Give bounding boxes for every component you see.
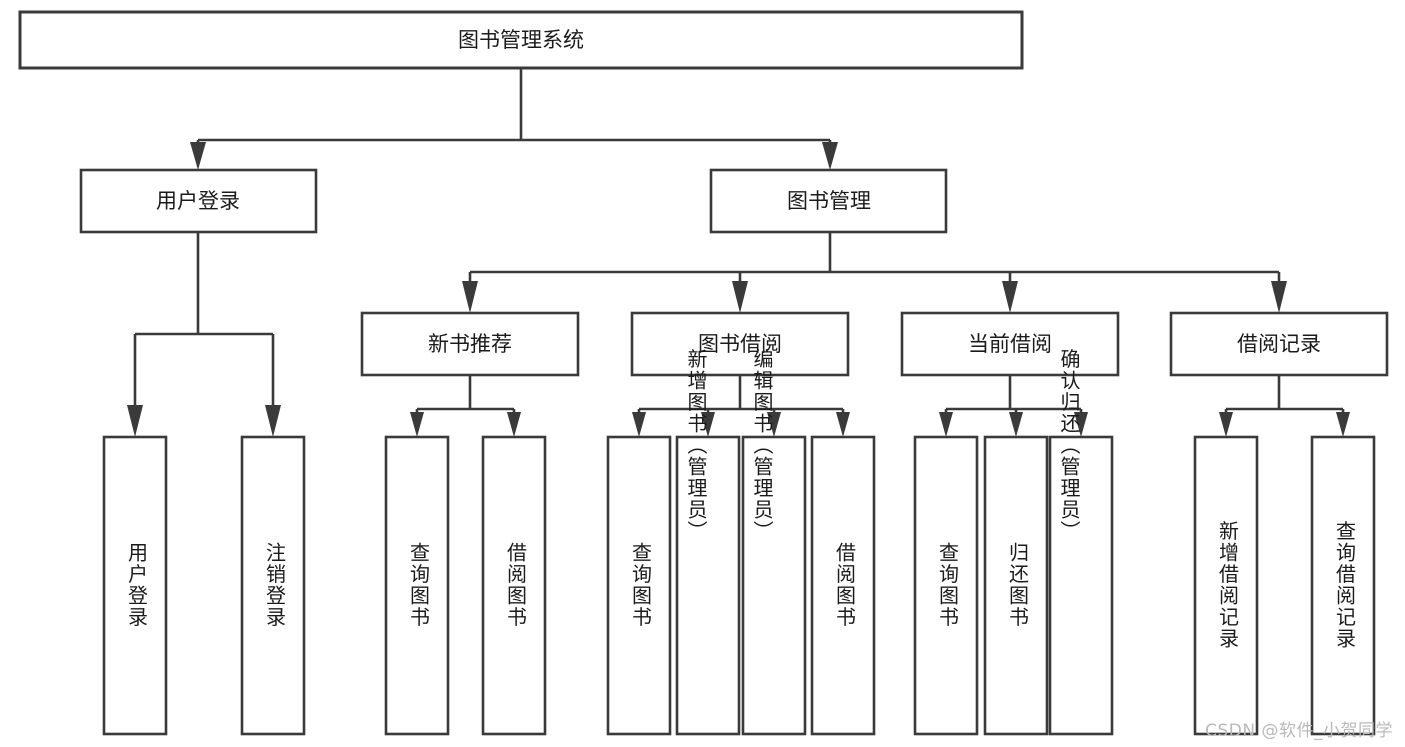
arrow-head-new-book-recommend — [462, 281, 478, 313]
arrow-head-leaf-borrow-book-rec — [507, 412, 521, 437]
node-book-manage-label: 图书管理 — [787, 189, 871, 213]
node-user-login-box[interactable] — [79, 168, 318, 234]
node-leaf-query-book-cur-label: 查询图书 — [936, 542, 960, 628]
arrow-head-book-manage — [822, 142, 838, 170]
node-leaf-query-book-cur-box[interactable] — [913, 435, 979, 736]
node-leaf-add-book-box[interactable] — [675, 435, 741, 736]
node-leaf-confirm-return-box[interactable] — [1048, 435, 1114, 736]
node-leaf-confirm-return[interactable]: 确认归还（管理员） — [1048, 348, 1114, 736]
node-leaf-user-logout-box[interactable] — [240, 435, 306, 736]
arrow-head-leaf-user-login — [127, 405, 143, 437]
connector-group-book-manage-to-level3 — [462, 232, 1287, 313]
node-leaf-edit-book-box[interactable] — [741, 435, 807, 736]
node-new-book-recommend-box[interactable] — [360, 311, 580, 377]
arrow-head-leaf-add-record — [1219, 412, 1233, 437]
node-leaf-user-logout-label: 注销登录 — [263, 542, 287, 628]
arrow-head-borrow-record — [1271, 281, 1287, 313]
arrow-head-leaf-query-record — [1336, 412, 1350, 437]
node-leaf-query-book-rec-box[interactable] — [384, 435, 450, 736]
node-user-login[interactable]: 用户登录 — [79, 168, 318, 234]
node-leaf-add-record-label: 新增借阅记录 — [1216, 520, 1240, 649]
node-user-login-label: 用户登录 — [156, 189, 240, 213]
node-leaf-query-record[interactable]: 查询借阅记录 — [1310, 435, 1376, 736]
node-borrow-record-label: 借阅记录 — [1237, 332, 1321, 356]
arrow-head-leaf-query-book-rec — [410, 412, 424, 437]
node-leaf-user-login[interactable]: 用户登录 — [102, 435, 168, 736]
connector-group-root-to-level2 — [190, 68, 838, 170]
node-book-borrow-label: 图书借阅 — [698, 332, 782, 356]
node-new-book-recommend[interactable]: 新书推荐 — [360, 311, 580, 377]
connector-group-user-login-to-leaves — [127, 232, 281, 437]
node-leaf-query-book-borrow[interactable]: 查询图书 — [606, 435, 672, 736]
node-leaf-user-login-box[interactable] — [102, 435, 168, 736]
node-book-manage[interactable]: 图书管理 — [709, 168, 948, 234]
node-leaf-borrow-book-rec-box[interactable] — [481, 435, 547, 736]
node-leaf-query-record-box[interactable] — [1310, 435, 1376, 736]
node-leaf-query-book-cur[interactable]: 查询图书 — [913, 435, 979, 736]
arrow-head-user-login — [190, 142, 206, 170]
arrow-head-leaf-query-book-cur — [939, 412, 953, 437]
node-leaf-query-book-borrow-label: 查询图书 — [629, 542, 653, 628]
node-leaf-add-record[interactable]: 新增借阅记录 — [1193, 435, 1259, 736]
node-leaf-borrow-book-box[interactable] — [810, 435, 876, 736]
arrow-head-current-borrow — [1002, 281, 1018, 313]
arrow-head-leaf-add-book — [701, 412, 715, 437]
node-leaf-add-record-box[interactable] — [1193, 435, 1259, 736]
node-leaf-borrow-book-rec-label: 借阅图书 — [504, 542, 528, 628]
node-root-box[interactable] — [18, 10, 1024, 70]
node-leaf-borrow-book-label: 借阅图书 — [833, 542, 857, 628]
node-current-borrow[interactable]: 当前借阅 — [900, 311, 1120, 377]
node-leaf-return-book-label: 归还图书 — [1006, 542, 1030, 628]
connector-group-borrow-record-to-leaves — [1219, 375, 1350, 437]
node-leaf-confirm-return-label: 确认归还（管理员） — [1057, 348, 1081, 542]
node-book-manage-box[interactable] — [709, 168, 948, 234]
node-leaf-return-book[interactable]: 归还图书 — [983, 435, 1049, 736]
node-leaf-add-book[interactable]: 新增图书（管理员） — [675, 348, 741, 736]
node-leaf-borrow-book[interactable]: 借阅图书 — [810, 435, 876, 736]
node-leaf-borrow-book-rec[interactable]: 借阅图书 — [481, 435, 547, 736]
connector-group-book-borrow-to-leaves — [632, 375, 850, 437]
node-leaf-user-login-label: 用户登录 — [125, 542, 149, 628]
arrow-head-leaf-borrow-book — [836, 412, 850, 437]
arrow-head-leaf-user-logout — [265, 405, 281, 437]
node-leaf-return-book-box[interactable] — [983, 435, 1049, 736]
node-leaf-edit-book-label: 编辑图书（管理员） — [750, 348, 774, 542]
node-leaf-query-book-rec-label: 查询图书 — [407, 542, 431, 628]
node-current-borrow-label: 当前借阅 — [968, 332, 1052, 356]
node-book-borrow[interactable]: 图书借阅 — [630, 311, 850, 377]
arrow-head-leaf-return-book — [1009, 412, 1023, 437]
node-leaf-edit-book[interactable]: 编辑图书（管理员） — [741, 348, 807, 736]
node-leaf-query-book-rec[interactable]: 查询图书 — [384, 435, 450, 736]
arrow-head-leaf-edit-book — [767, 412, 781, 437]
node-new-book-recommend-label: 新书推荐 — [428, 332, 512, 356]
node-root-label: 图书管理系统 — [458, 28, 584, 52]
node-borrow-record[interactable]: 借阅记录 — [1169, 311, 1389, 377]
node-book-borrow-box[interactable] — [630, 311, 850, 377]
connector-group-new-book-recommend-to-leaves — [410, 375, 521, 437]
node-borrow-record-box[interactable] — [1169, 311, 1389, 377]
node-leaf-user-logout[interactable]: 注销登录 — [240, 435, 306, 736]
arrow-head-leaf-query-book-borrow — [632, 412, 646, 437]
node-current-borrow-box[interactable] — [900, 311, 1120, 377]
arrow-head-book-borrow — [732, 281, 748, 313]
node-root[interactable]: 图书管理系统 — [18, 10, 1024, 70]
node-leaf-query-record-label: 查询借阅记录 — [1333, 520, 1357, 649]
arrow-head-leaf-confirm-return — [1074, 412, 1088, 437]
node-leaf-query-book-borrow-box[interactable] — [606, 435, 672, 736]
connector-group-current-borrow-to-leaves — [939, 375, 1088, 437]
node-leaf-add-book-label: 新增图书（管理员） — [684, 348, 708, 542]
